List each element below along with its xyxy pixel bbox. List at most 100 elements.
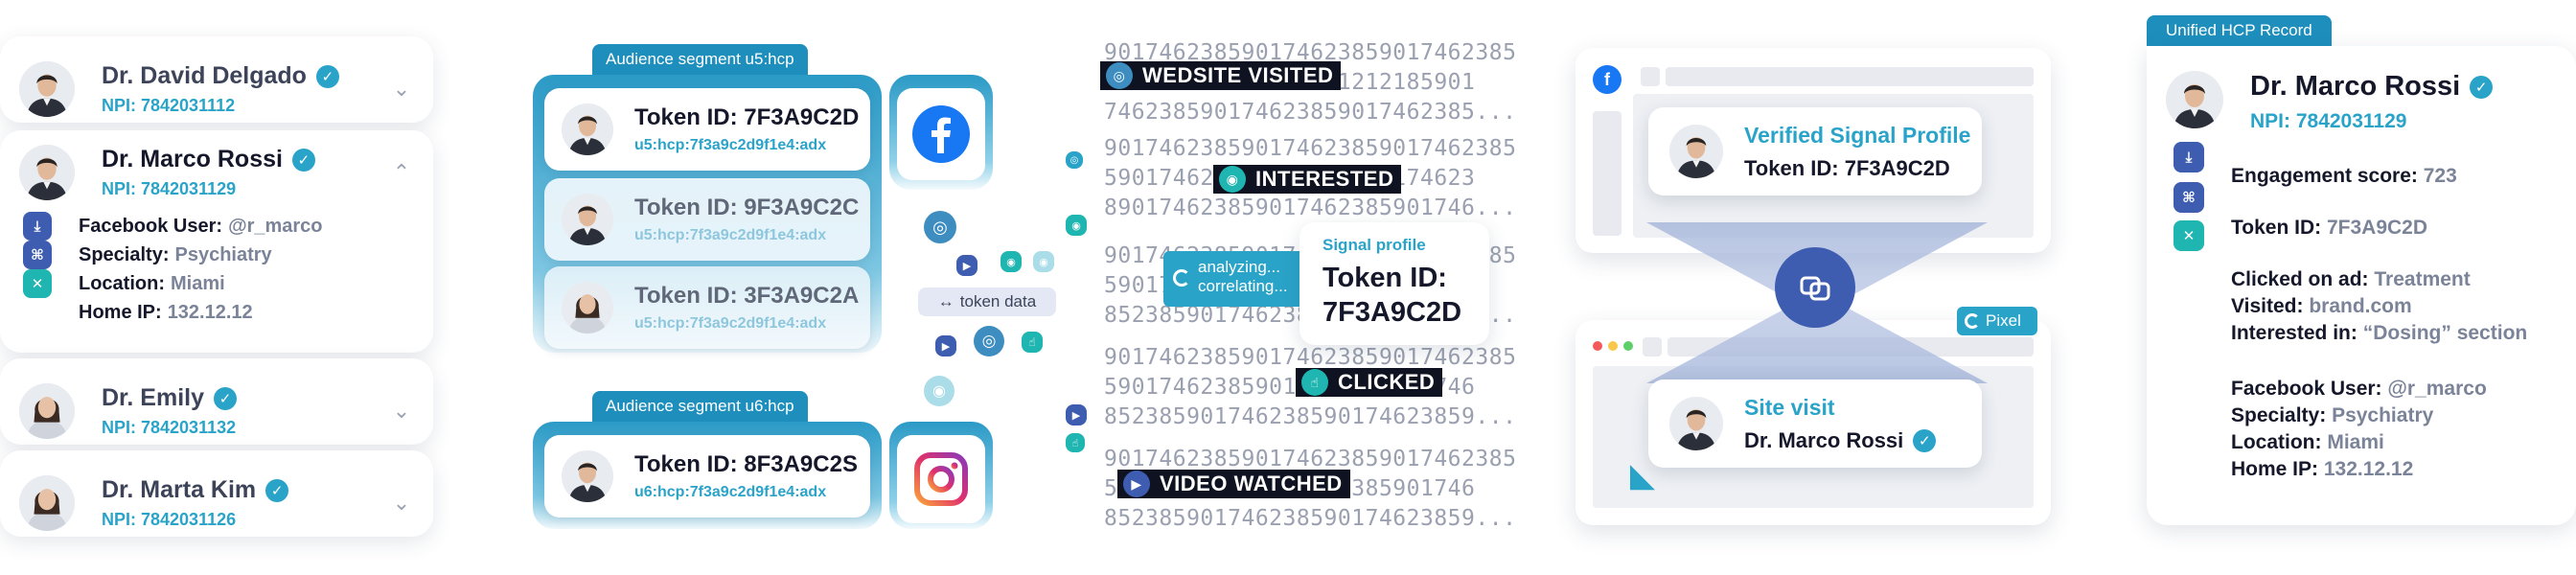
link-icon: [1775, 247, 1855, 328]
profile-token-value: 7F3A9C2D: [1322, 297, 1462, 328]
signal-label: WEDSITE VISITED: [1142, 63, 1334, 87]
unified-hcp-record: Dr. Marco Rossi✓ NPI: 7842031129 ⤓ ⌘ ✕ E…: [2147, 46, 2576, 525]
video-icon: ▶: [935, 335, 956, 356]
instagram-icon: [897, 435, 985, 523]
engagement-value: 723: [2423, 165, 2457, 187]
ip-label: Home IP:: [2231, 458, 2319, 480]
token-card[interactable]: Token ID: 9F3A9C2C u5:hcp:7f3a9c2d9f1e4:…: [544, 178, 870, 261]
spinner-icon: [1173, 269, 1190, 287]
specialty-icon: ⌘: [23, 241, 52, 269]
avatar: [562, 282, 613, 334]
signal-clicked: ☝ CLICKED: [1296, 368, 1443, 397]
detail-value: @r_marco: [228, 215, 323, 237]
spinner-icon: [1965, 313, 1980, 329]
token-card[interactable]: Token ID: 7F3A9C2D u5:hcp:7f3a9c2d9f1e4:…: [544, 88, 870, 171]
chevron-down-icon[interactable]: ⌄: [392, 491, 411, 515]
site-visit-card: Site visit Dr. Marco Rossi✓: [1648, 380, 1982, 468]
token-data-pill: ↔ token data: [918, 288, 1056, 316]
token-card[interactable]: Token ID: 8F3A9C2S u6:hcp:7f3a9c2d9f1e4:…: [544, 435, 870, 518]
engagement-label: Engagement score:: [2231, 165, 2418, 187]
avatar: [2166, 71, 2223, 128]
location-value: Miami: [2327, 431, 2384, 453]
eye-icon: ◉: [1000, 251, 1022, 272]
ip-value: 132.12.12: [2323, 458, 2414, 480]
clicked-label: Clicked on ad:: [2231, 268, 2369, 290]
eye-icon: ◉: [1033, 251, 1054, 272]
map-icon: ✕: [23, 269, 52, 298]
pixel-label: Pixel: [1986, 311, 2021, 330]
token-id: Token ID: 3F3A9C2A: [634, 283, 860, 309]
signal-website-visited: ◎ WEDSITE VISITED: [1100, 61, 1342, 90]
hcp-npi: NPI: 7842031132: [102, 418, 237, 437]
detail-value: Miami: [171, 272, 225, 294]
detail-label: Home IP:: [79, 301, 162, 323]
token-value: 7F3A9C2D: [2326, 217, 2428, 239]
verified-badge-icon: ✓: [2470, 75, 2494, 99]
hcp-npi: NPI: 7842031126: [102, 510, 237, 529]
download-icon: ⤓: [2174, 142, 2204, 172]
record-name: Dr. Marco Rossi: [2250, 71, 2461, 102]
hcp-card-marco-rossi[interactable]: Dr. Marco Rossi✓ NPI: 7842031129 ⌃ ⤓ Fac…: [0, 130, 433, 353]
profile-token-label: Token ID:: [1322, 263, 1447, 293]
verified-badge-icon: ✓: [265, 478, 289, 502]
eye-icon: ◉: [924, 376, 954, 406]
verified-title: Verified Signal Profile: [1744, 122, 1971, 148]
avatar: [562, 450, 613, 502]
token-id: Token ID: 7F3A9C2D: [634, 104, 860, 130]
hcp-card-emily[interactable]: Dr. Emily✓ NPI: 7842031132 ⌄: [0, 358, 433, 445]
cursor-icon: ☝: [1301, 369, 1328, 396]
token-sub: u5:hcp:7f3a9c2d9f1e4:adx: [634, 227, 827, 243]
profile-title: Signal profile: [1322, 236, 1426, 254]
avatar: [19, 383, 75, 439]
token-id: Token ID: 9F3A9C2C: [634, 195, 860, 220]
avatar: [562, 194, 613, 245]
verified-badge-icon: ✓: [291, 148, 315, 172]
signal-label: VIDEO WATCHED: [1160, 472, 1343, 495]
visited-value: brand.com: [2309, 295, 2412, 317]
avatar: [1669, 125, 1723, 178]
signal-interested: ◉ INTERESTED: [1213, 165, 1402, 194]
hcp-card-david-delgado[interactable]: Dr. David Delgado✓ NPI: 7842031112 ⌄: [0, 36, 433, 123]
avatar: [19, 145, 75, 200]
token-data-label: token data: [959, 292, 1037, 310]
cursor-icon: ☝: [1022, 332, 1043, 353]
specialty-icon: ⌘: [2174, 182, 2204, 213]
chevron-down-icon[interactable]: ⌄: [392, 399, 411, 423]
detail-label: Facebook User:: [79, 215, 223, 237]
token-label: Token ID:: [2231, 217, 2322, 239]
specialty-label: Specialty:: [2231, 404, 2327, 426]
record-npi: NPI: 7842031129: [2250, 110, 2407, 132]
signal-label: INTERESTED: [1255, 167, 1394, 191]
hcp-card-marta-kim[interactable]: Dr. Marta Kim✓ NPI: 7842031126 ⌄: [0, 450, 433, 537]
chevron-up-icon[interactable]: ⌃: [392, 160, 411, 184]
verified-token: Token ID: 7F3A9C2D: [1744, 155, 1950, 180]
avatar: [1669, 397, 1723, 450]
interested-value: “Dosing” section: [2362, 322, 2528, 344]
instagram-box: [889, 422, 993, 529]
pixel-badge: Pixel: [1957, 307, 2037, 335]
hcp-name: Dr. Emily: [102, 384, 204, 411]
fb-label: Facebook User:: [2231, 378, 2382, 400]
hcp-name: Dr. Marco Rossi: [102, 146, 283, 172]
hcp-details: ⤓ Facebook User: @r_marco ⌘ Specialty: P…: [0, 212, 433, 326]
eye-icon: ◉: [1066, 215, 1087, 236]
visit-title: Site visit: [1744, 394, 1835, 420]
segment-tab-u5: Audience segment u5:hcp: [592, 44, 808, 75]
globe-icon: ◎: [1106, 62, 1133, 89]
globe-icon: ◎: [1066, 151, 1083, 169]
cursor-arrow-icon: ◣: [1629, 457, 1656, 494]
token-card[interactable]: Token ID: 3F3A9C2A u5:hcp:7f3a9c2d9f1e4:…: [544, 266, 870, 349]
verified-badge-icon: ✓: [1913, 428, 1937, 452]
download-icon: ⤓: [23, 212, 52, 241]
location-label: Location:: [2231, 431, 2322, 453]
detail-value: Psychiatry: [174, 243, 272, 265]
token-sub: u6:hcp:7f3a9c2d9f1e4:adx: [634, 484, 827, 500]
fb-value: @r_marco: [2387, 378, 2487, 400]
video-icon: ▶: [956, 255, 978, 276]
chevron-down-icon[interactable]: ⌄: [392, 77, 411, 101]
visited-label: Visited:: [2231, 295, 2304, 317]
interested-label: Interested in:: [2231, 322, 2358, 344]
analyzing-text: analyzing...: [1198, 258, 1280, 276]
swap-icon: ↔: [937, 292, 954, 310]
